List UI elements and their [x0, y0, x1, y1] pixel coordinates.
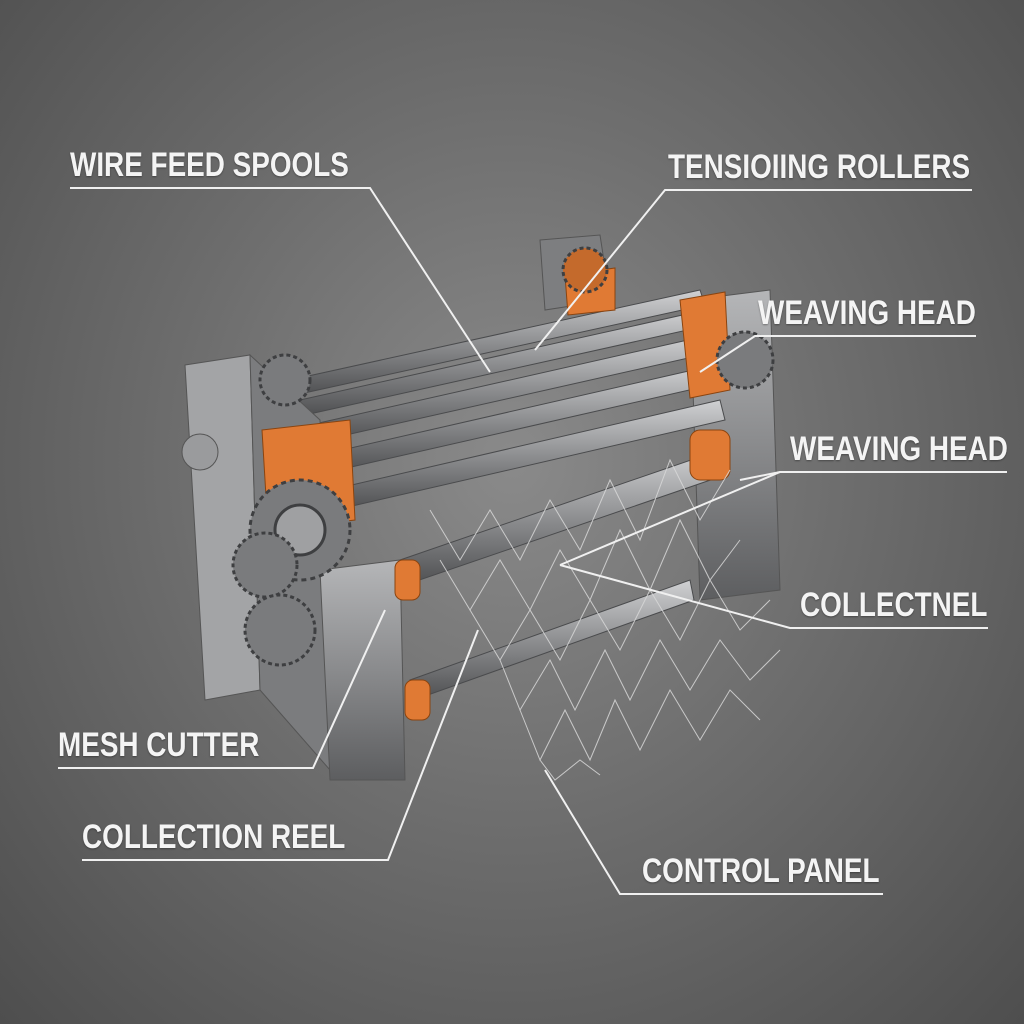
- label-collectnel: COLLECTNEL: [800, 586, 988, 624]
- leader-control-panel: [544, 769, 883, 895]
- label-collection-reel: COLLECTION REEL: [82, 818, 346, 856]
- leader-collectnel: [559, 564, 988, 629]
- label-tensioning-rollers: TENSIOIING ROLLERS: [668, 148, 971, 186]
- leader-mesh-cutter: [58, 609, 386, 769]
- leader-lines: [58, 187, 1007, 895]
- drive-gears: [231, 246, 775, 667]
- leader-weaving-head-2: [739, 471, 1007, 481]
- leader-weaving-head-1: [699, 335, 976, 373]
- label-weaving-head-1: WEAVING HEAD: [758, 294, 976, 332]
- roller-rods: [289, 289, 726, 701]
- label-wire-feed-spools: WIRE FEED SPOOLS: [70, 146, 349, 184]
- woven-wire-mesh: [429, 458, 781, 781]
- label-mesh-cutter: MESH CUTTER: [58, 726, 260, 764]
- leader-weaving-head-2b: [559, 471, 781, 566]
- label-control-panel: CONTROL PANEL: [642, 852, 880, 890]
- leader-tensioning-rollers: [534, 189, 972, 351]
- leader-wire-feed-spools: [70, 187, 491, 373]
- label-weaving-head-2: WEAVING HEAD: [790, 430, 1008, 468]
- leader-collection-reel: [82, 629, 479, 861]
